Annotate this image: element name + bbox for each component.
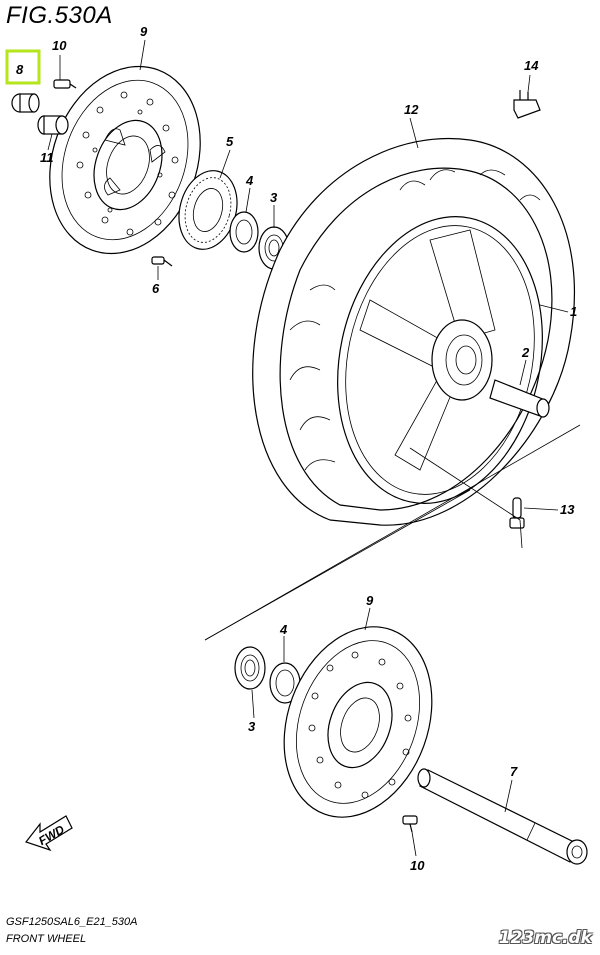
figure-code: GSF1250SAL6_E21_530A — [6, 916, 138, 928]
callout-3-lower[interactable]: 3 — [248, 719, 256, 734]
highlight-box — [5, 49, 41, 85]
callout-10-upper[interactable]: 10 — [52, 38, 67, 53]
wheel-rim[interactable] — [312, 197, 568, 522]
callout-4-upper[interactable]: 4 — [245, 173, 254, 188]
callout-6[interactable]: 6 — [152, 281, 160, 296]
callout-4-lower[interactable]: 4 — [279, 622, 288, 637]
callout-10-lower[interactable]: 10 — [410, 858, 425, 873]
forward-arrow-icon: FWD — [25, 815, 73, 852]
oil-seal-lower[interactable] — [269, 662, 301, 704]
callout-7[interactable]: 7 — [510, 764, 518, 779]
figure-name: FRONT WHEEL — [6, 933, 87, 945]
callout-5[interactable]: 5 — [226, 134, 234, 149]
axle-cap-nut[interactable] — [11, 93, 40, 113]
callout-12[interactable]: 12 — [404, 102, 419, 117]
callout-8[interactable]: 8 — [16, 62, 24, 77]
spacer-2[interactable] — [489, 379, 550, 418]
balance-weight[interactable] — [513, 90, 541, 119]
tire-valve[interactable] — [509, 497, 525, 529]
callout-11[interactable]: 11 — [40, 150, 54, 165]
figure-title: FIG.530A — [6, 2, 113, 29]
disc-bolt-lower[interactable] — [402, 815, 418, 833]
callout-1[interactable]: 1 — [570, 304, 577, 319]
callout-14[interactable]: 14 — [524, 58, 539, 73]
leader-lines — [47, 39, 569, 857]
assembly-guide-lines — [204, 424, 581, 641]
callout-9-upper[interactable]: 9 — [140, 24, 148, 39]
callout-9-lower[interactable]: 9 — [366, 593, 374, 608]
callout-3-upper[interactable]: 3 — [270, 190, 278, 205]
front-axle[interactable] — [417, 768, 588, 865]
watermark-logo: 123mc.dk — [498, 928, 592, 948]
sensor-bolt[interactable] — [151, 256, 173, 267]
bearing-lower[interactable] — [234, 646, 266, 690]
callout-13[interactable]: 13 — [560, 502, 575, 517]
front-tire[interactable] — [252, 137, 575, 526]
disc-bolt-upper[interactable] — [53, 79, 77, 89]
brake-disc-lower[interactable] — [259, 606, 458, 838]
oil-seal-upper[interactable] — [229, 211, 259, 253]
callout-2[interactable]: 2 — [521, 345, 530, 360]
spacer-collar[interactable] — [37, 115, 69, 135]
